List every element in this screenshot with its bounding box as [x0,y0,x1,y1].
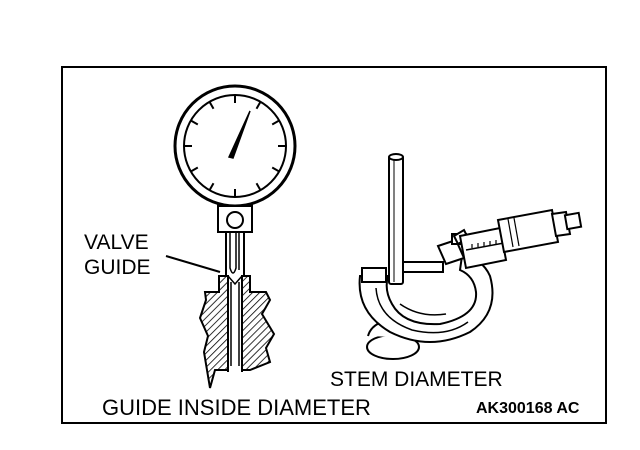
valve-guide-label-line1: VALVE [84,231,149,254]
valve-guide-icon [198,275,276,389]
sleeve-graduations [471,240,497,248]
valve-guide-leader [165,255,221,273]
reference-code-label: AK300168 AC [476,400,580,417]
valve-guide-label-line2: GUIDE [84,256,151,279]
stem-diameter-label: STEM DIAMETER [330,368,503,391]
thimble-knurl [507,217,520,248]
valve-stem-icon [388,153,404,285]
dial-gauge-icon [173,84,297,276]
micrometer-icon [358,208,583,360]
guide-inside-diameter-label: GUIDE INSIDE DIAMETER [102,395,371,420]
dial-needle [227,110,251,159]
dial-ticks [184,95,286,197]
